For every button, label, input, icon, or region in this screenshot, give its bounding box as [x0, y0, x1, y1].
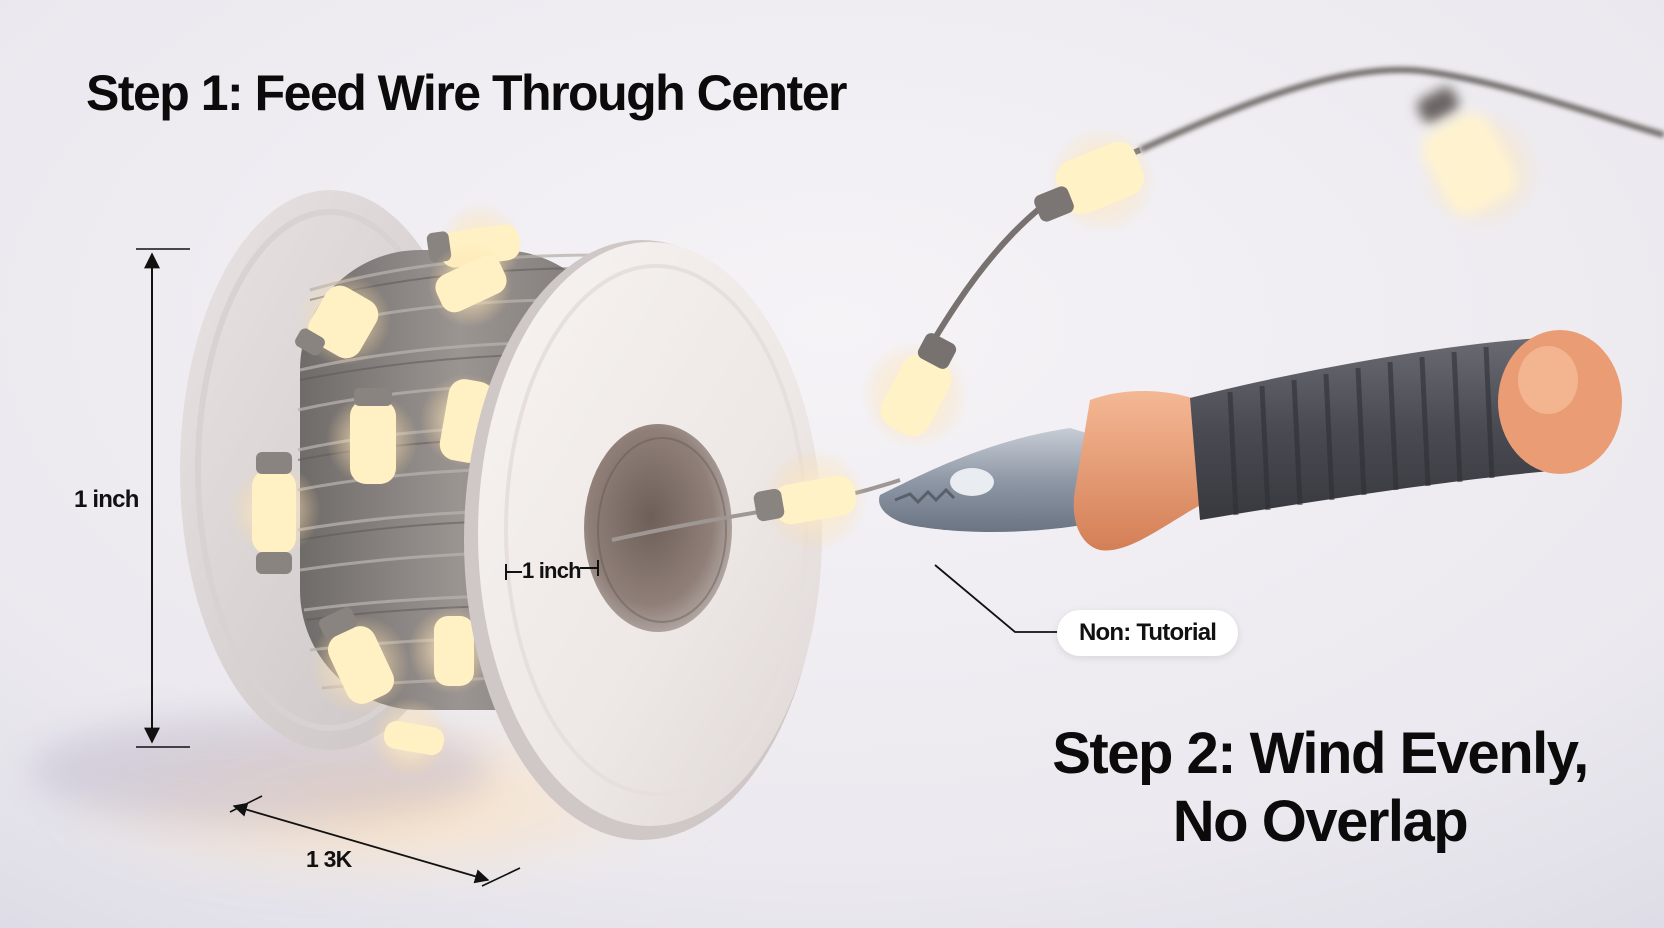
- step2-heading-line1: Step 2: Wind Evenly,: [1052, 721, 1589, 786]
- length-dimension-label: 1 3K: [306, 846, 352, 872]
- length-dimension: [229, 795, 521, 887]
- height-dimension: [136, 248, 190, 748]
- led-bulb-upper: [1034, 126, 1156, 234]
- plier-grip: [1073, 390, 1210, 551]
- led-bulb: [295, 274, 391, 366]
- led-bulb: [310, 607, 410, 715]
- step2-heading: Step 2: Wind Evenly, No Overlap: [980, 720, 1660, 856]
- hole-dimension-label: 1 inch: [522, 558, 582, 583]
- hole-dimension: [505, 560, 599, 580]
- tutorial-callout-badge: Non: Tutorial: [1057, 610, 1239, 656]
- led-bulb: [428, 243, 512, 327]
- plier-jaw: [879, 428, 1110, 532]
- height-dimension-label: 1 inch: [74, 486, 139, 513]
- led-bulb: [370, 698, 450, 778]
- spool-front-flange: [464, 240, 822, 840]
- led-bulb-far: [1417, 86, 1540, 230]
- pliers: [879, 330, 1622, 551]
- led-bulb: [229, 452, 321, 574]
- step1-heading: Step 1: Feed Wire Through Center: [86, 65, 847, 121]
- led-bulb-mid: [861, 333, 969, 449]
- callout-leader: [934, 564, 1058, 633]
- led-bulb: [326, 388, 418, 486]
- step2-heading-line2: No Overlap: [1172, 789, 1469, 854]
- plier-handle: [1190, 338, 1560, 520]
- spool-center-hole: [584, 424, 732, 632]
- led-bulb-at-jaw: [753, 448, 867, 552]
